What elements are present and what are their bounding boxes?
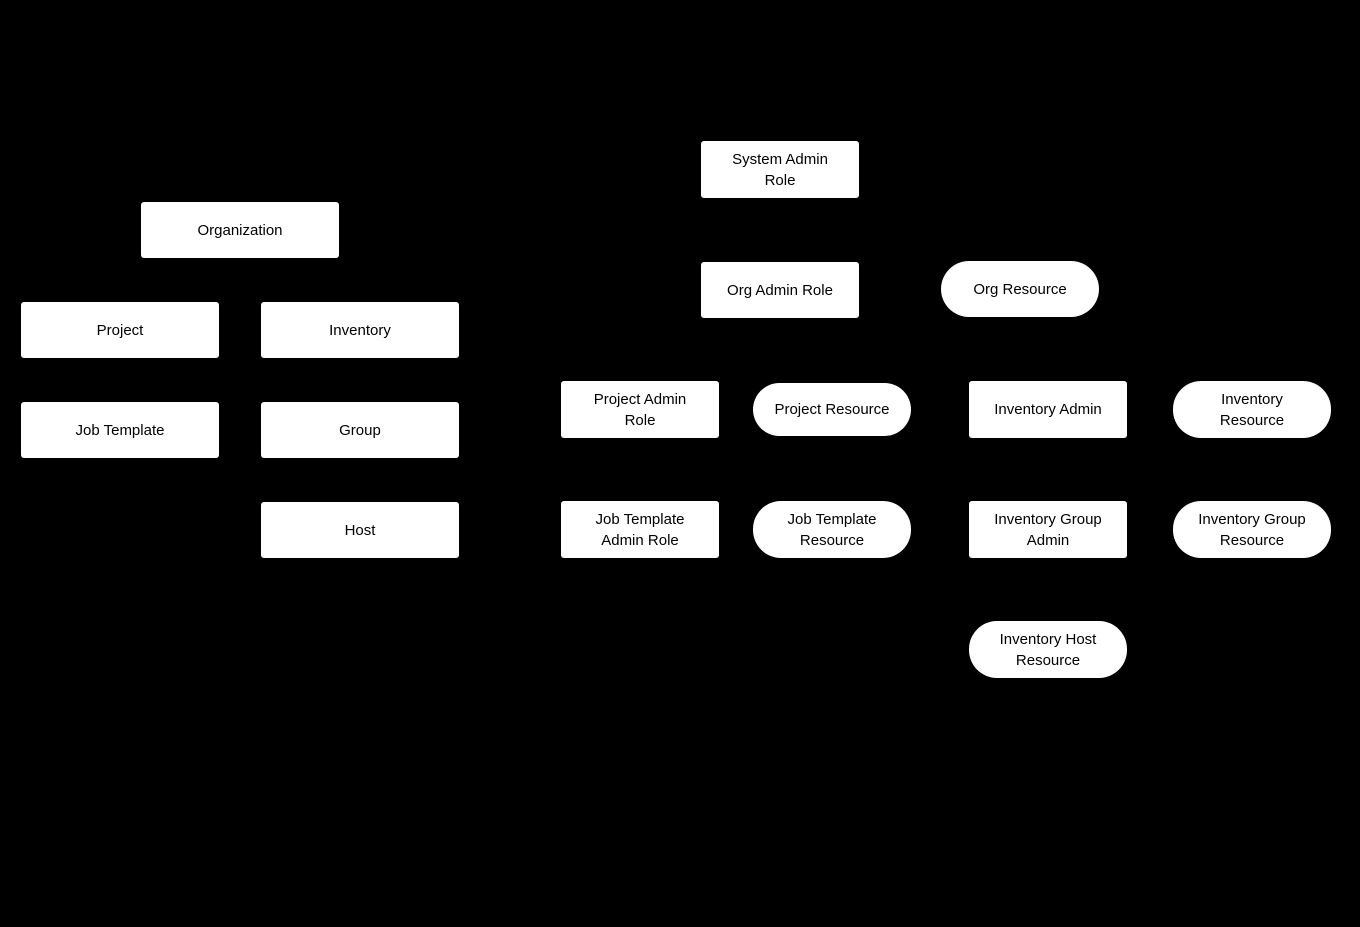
node-group: Group [261,402,459,458]
node-org-admin-role: Org Admin Role [701,262,859,318]
node-inventory-group-admin: Inventory Group Admin [969,501,1127,558]
node-project-admin-role: Project Admin Role [561,381,719,438]
node-inventory-resource: Inventory Resource [1173,381,1331,438]
node-project-resource: Project Resource [753,383,911,436]
node-inventory-admin: Inventory Admin [969,381,1127,438]
node-system-admin-role: System Admin Role [701,141,859,198]
node-job-template-admin-role: Job Template Admin Role [561,501,719,558]
node-inventory-group-resource: Inventory Group Resource [1173,501,1331,558]
node-org-resource: Org Resource [941,261,1099,317]
node-job-template-resource: Job Template Resource [753,501,911,558]
node-inventory: Inventory [261,302,459,358]
node-project: Project [21,302,219,358]
node-job-template: Job Template [21,402,219,458]
node-organization: Organization [141,202,339,258]
node-inventory-host-resource: Inventory Host Resource [969,621,1127,678]
node-host: Host [261,502,459,558]
